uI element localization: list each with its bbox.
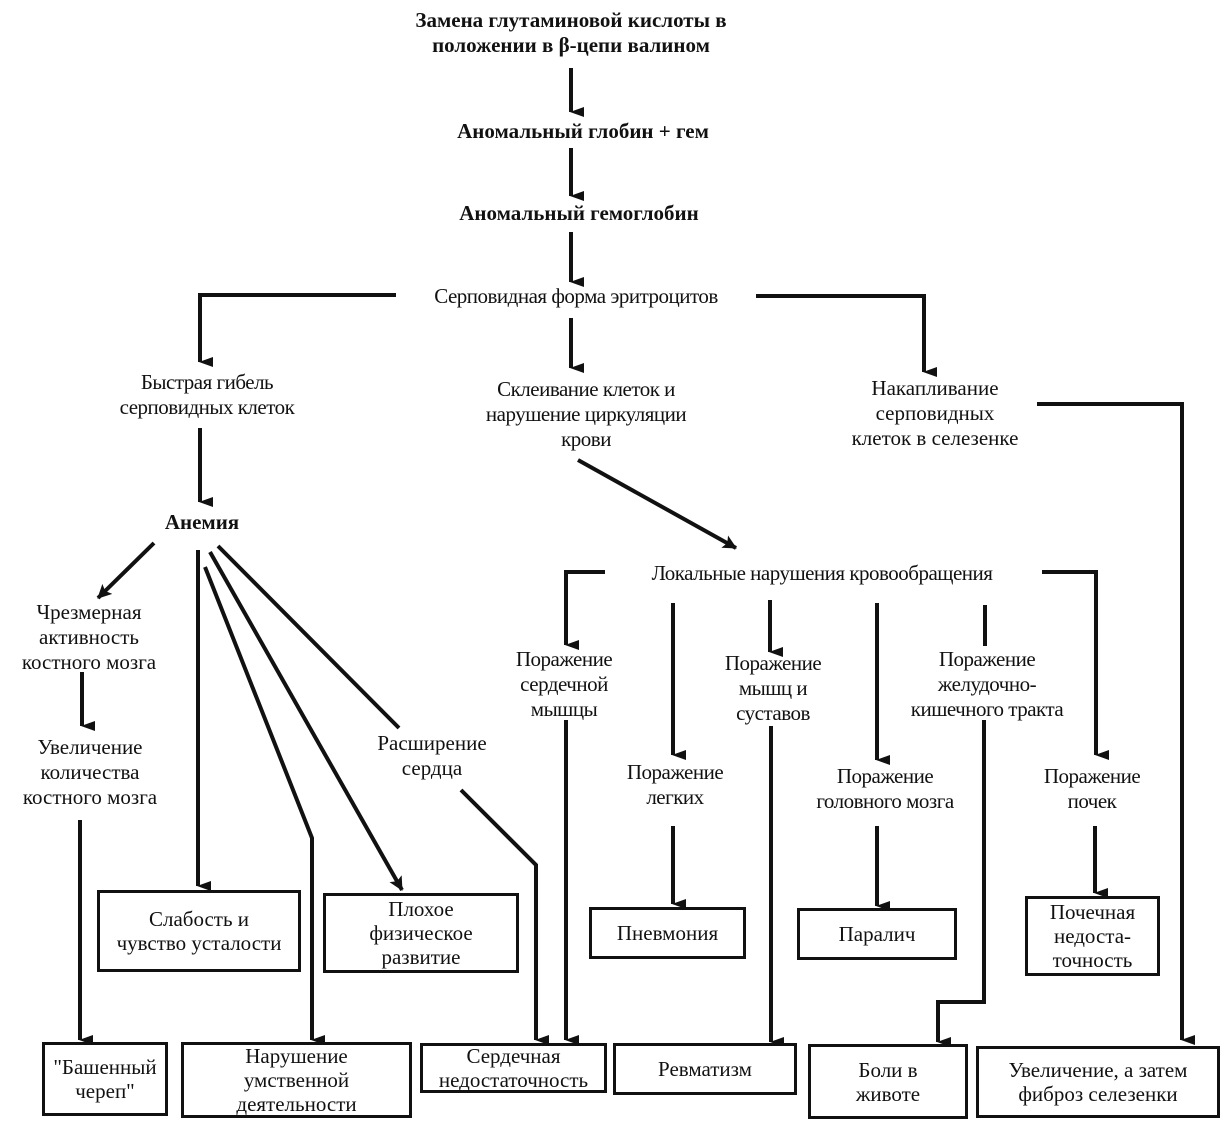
- node-muscle-joint-damage: Поражение мышц и суставов: [724, 651, 822, 725]
- node-spleen-accumulation: Накапливание серповидных клеток в селезе…: [851, 376, 1019, 450]
- arrow-local-kidneys: [1042, 570, 1109, 760]
- arrow-anemia-marrow: [96, 541, 156, 600]
- node-brain-damage: Поражение головного мозга: [816, 764, 954, 813]
- box-mental-impairment-text: Нарушение умственной деятельности: [236, 1044, 357, 1116]
- node-local-circulation: Локальные нарушения кровообращения: [651, 561, 993, 585]
- box-pneumonia-text: Пневмония: [616, 921, 719, 945]
- box-spleen-fibrosis: Увеличение, а затем фиброз селезенки: [976, 1046, 1220, 1118]
- arrow-sickle-destruction: [198, 293, 396, 367]
- box-tower-skull: "Башенный череп": [42, 1042, 168, 1116]
- node-heart-enlargement: Расширение сердца: [377, 731, 487, 780]
- arrow-heart-failure-1: [459, 788, 549, 1045]
- box-rheumatism-text: Ревматизм: [658, 1057, 752, 1081]
- box-abdominal-pain-text: Боли в животе: [855, 1057, 921, 1106]
- node-abnormal-hemoglobin: Аномальный гемоглобин: [459, 201, 699, 225]
- arrow-spleen-fibrosis: [1037, 402, 1195, 1045]
- box-weakness: Слабость и чувство усталости: [97, 890, 301, 972]
- box-heart-failure: Сердечная недостаточность: [420, 1043, 607, 1093]
- node-cell-clumping: Склеивание клеток и нарушение циркуляции…: [485, 377, 687, 451]
- line-anemia-heart: [216, 544, 401, 730]
- arrow-anemia-mental: [203, 566, 325, 1045]
- node-abnormal-globin: Аномальный глобин + гем: [457, 119, 709, 143]
- box-weakness-text: Слабость и чувство усталости: [116, 907, 282, 955]
- node-mutation: Замена глутаминовой кислоты в положении …: [415, 8, 727, 57]
- node-sickle-shape: Серповидная форма эритроцитов: [434, 284, 718, 308]
- box-mental-impairment: Нарушение умственной деятельности: [181, 1042, 412, 1118]
- box-rheumatism: Ревматизм: [613, 1043, 797, 1095]
- box-tower-skull-text: "Башенный череп": [53, 1055, 157, 1103]
- arrow-clumping-local: [577, 458, 737, 550]
- box-poor-growth: Плохое физическое развитие: [323, 893, 519, 973]
- box-kidney-failure: Почечная недоста- точность: [1025, 896, 1160, 976]
- box-paralysis-text: Паралич: [838, 922, 916, 946]
- arrow-local-heartmuscle: [564, 570, 605, 650]
- box-abdominal-pain: Боли в животе: [808, 1044, 968, 1119]
- box-kidney-failure-text: Почечная недоста- точность: [1049, 900, 1136, 972]
- arrow-anemia-growth: [208, 551, 404, 891]
- node-heart-muscle-damage: Поражение сердечной мышцы: [515, 647, 613, 721]
- node-anemia: Анемия: [164, 510, 240, 534]
- box-paralysis: Паралич: [797, 908, 957, 960]
- box-heart-failure-text: Сердечная недостаточность: [438, 1044, 589, 1092]
- box-pneumonia: Пневмония: [589, 907, 746, 959]
- box-spleen-fibrosis-text: Увеличение, а затем фиброз селезенки: [1008, 1058, 1188, 1106]
- arrow-sickle-spleen: [756, 294, 937, 377]
- node-lung-damage: Поражение легких: [626, 760, 724, 809]
- node-kidney-damage: Поражение почек: [1043, 764, 1141, 813]
- node-marrow-activity: Чрезмерная активность костного мозга: [21, 600, 157, 674]
- arrow-gi-pain: [936, 720, 986, 1047]
- node-marrow-increase: Увеличение количества костного мозга: [22, 735, 158, 809]
- box-poor-growth-text: Плохое физическое развитие: [369, 897, 473, 969]
- node-rapid-destruction: Быстрая гибель серповидных клеток: [119, 370, 295, 419]
- node-gi-damage: Поражение желудочно- кишечного тракта: [910, 647, 1064, 721]
